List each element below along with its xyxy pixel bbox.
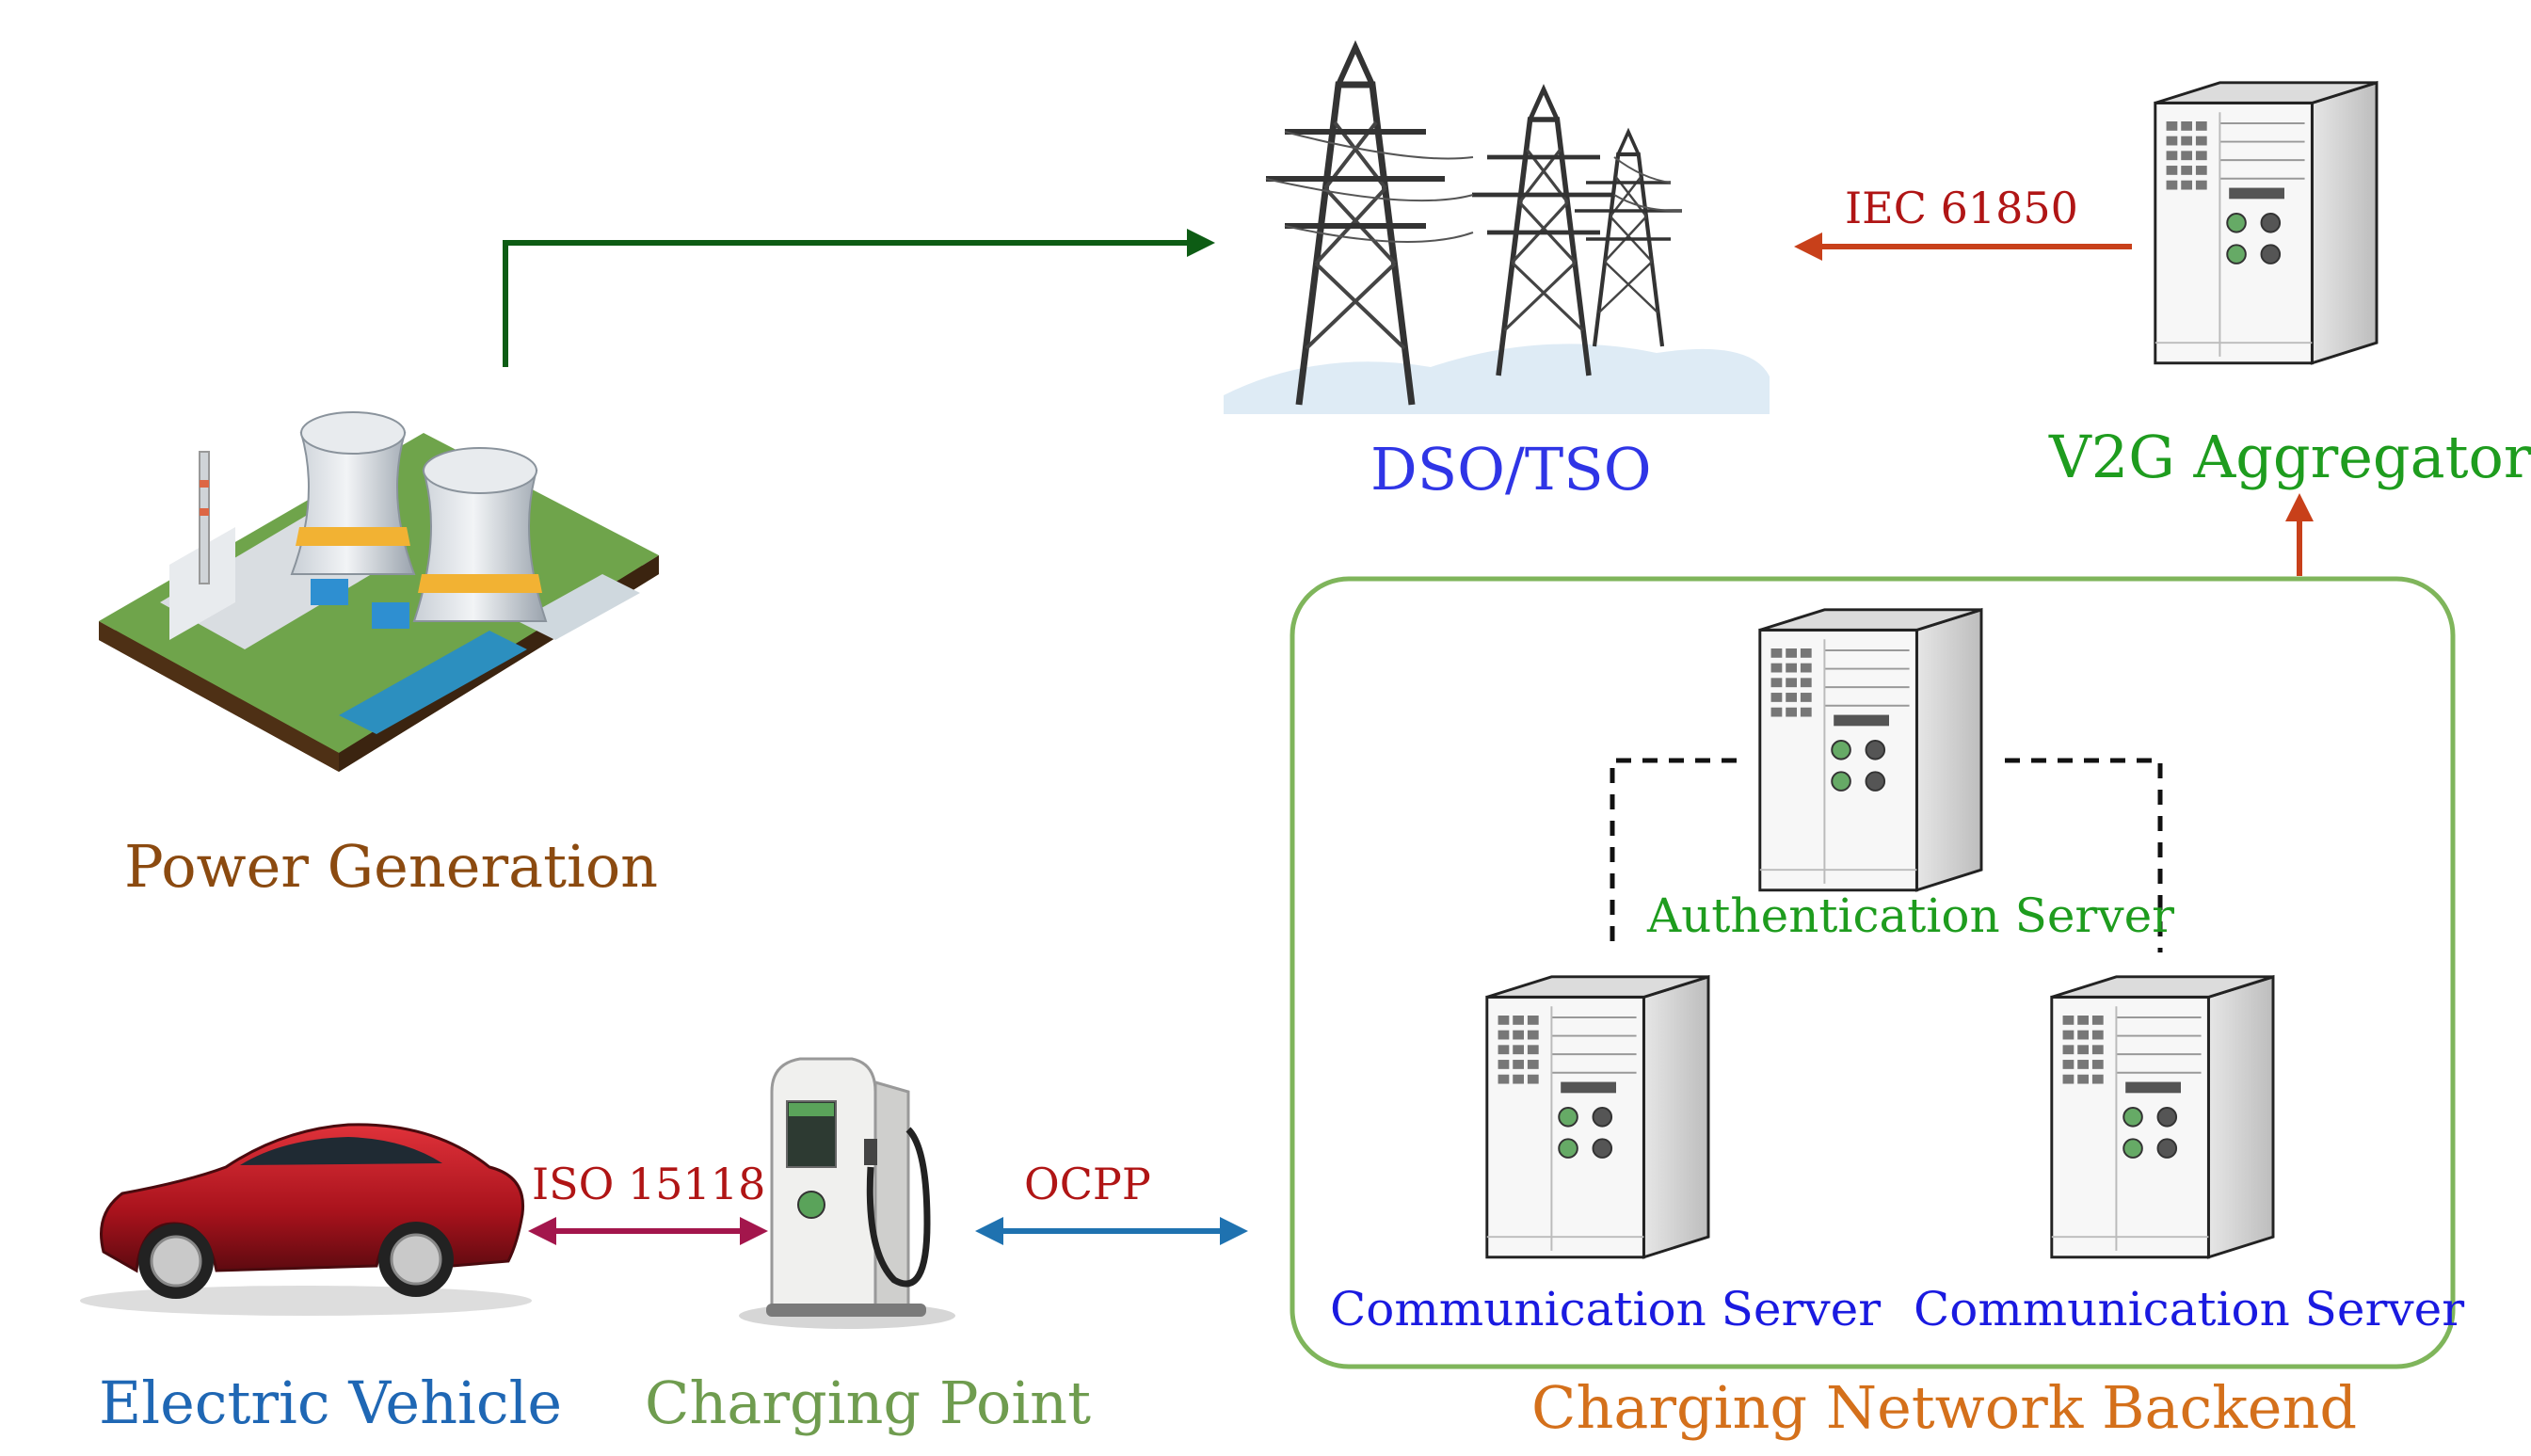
power-generation-label: Power Generation: [124, 832, 659, 901]
ev-charger-icon: [739, 1057, 955, 1329]
communication-server-icon: [2050, 975, 2275, 1259]
v2g-aggregator-label: V2G Aggregator: [2049, 423, 2531, 491]
electric-car-icon: [80, 1123, 532, 1316]
v2g-aggregator-server-icon: [2154, 81, 2379, 365]
power-to-grid-arrow: [503, 229, 1215, 367]
nuclear-power-plant-icon: [99, 411, 659, 772]
authentication-server-label: Authentication Server: [1647, 888, 2175, 943]
charging-network-backend-box: [1290, 576, 2456, 1369]
iso-15118-label: ISO 15118: [532, 1159, 766, 1209]
charging-point-label: Charging Point: [645, 1368, 1092, 1437]
communication-server-label: Communication Server: [1330, 1282, 1882, 1336]
transmission-tower-icon: [1224, 47, 1770, 414]
grid-label: DSO/TSO: [1370, 435, 1652, 504]
authentication-server-icon: [1758, 608, 1983, 892]
ocpp-label: OCPP: [1024, 1159, 1151, 1209]
communication-server-icon: [1485, 975, 1710, 1259]
electric-vehicle-label: Electric Vehicle: [99, 1368, 563, 1437]
charging-network-backend-label: Charging Network Backend: [1531, 1373, 2358, 1442]
iec-61850-label: IEC 61850: [1845, 183, 2078, 233]
auth-to-comm-link-left: [1610, 758, 1737, 952]
communication-server-label: Communication Server: [1914, 1282, 2465, 1336]
